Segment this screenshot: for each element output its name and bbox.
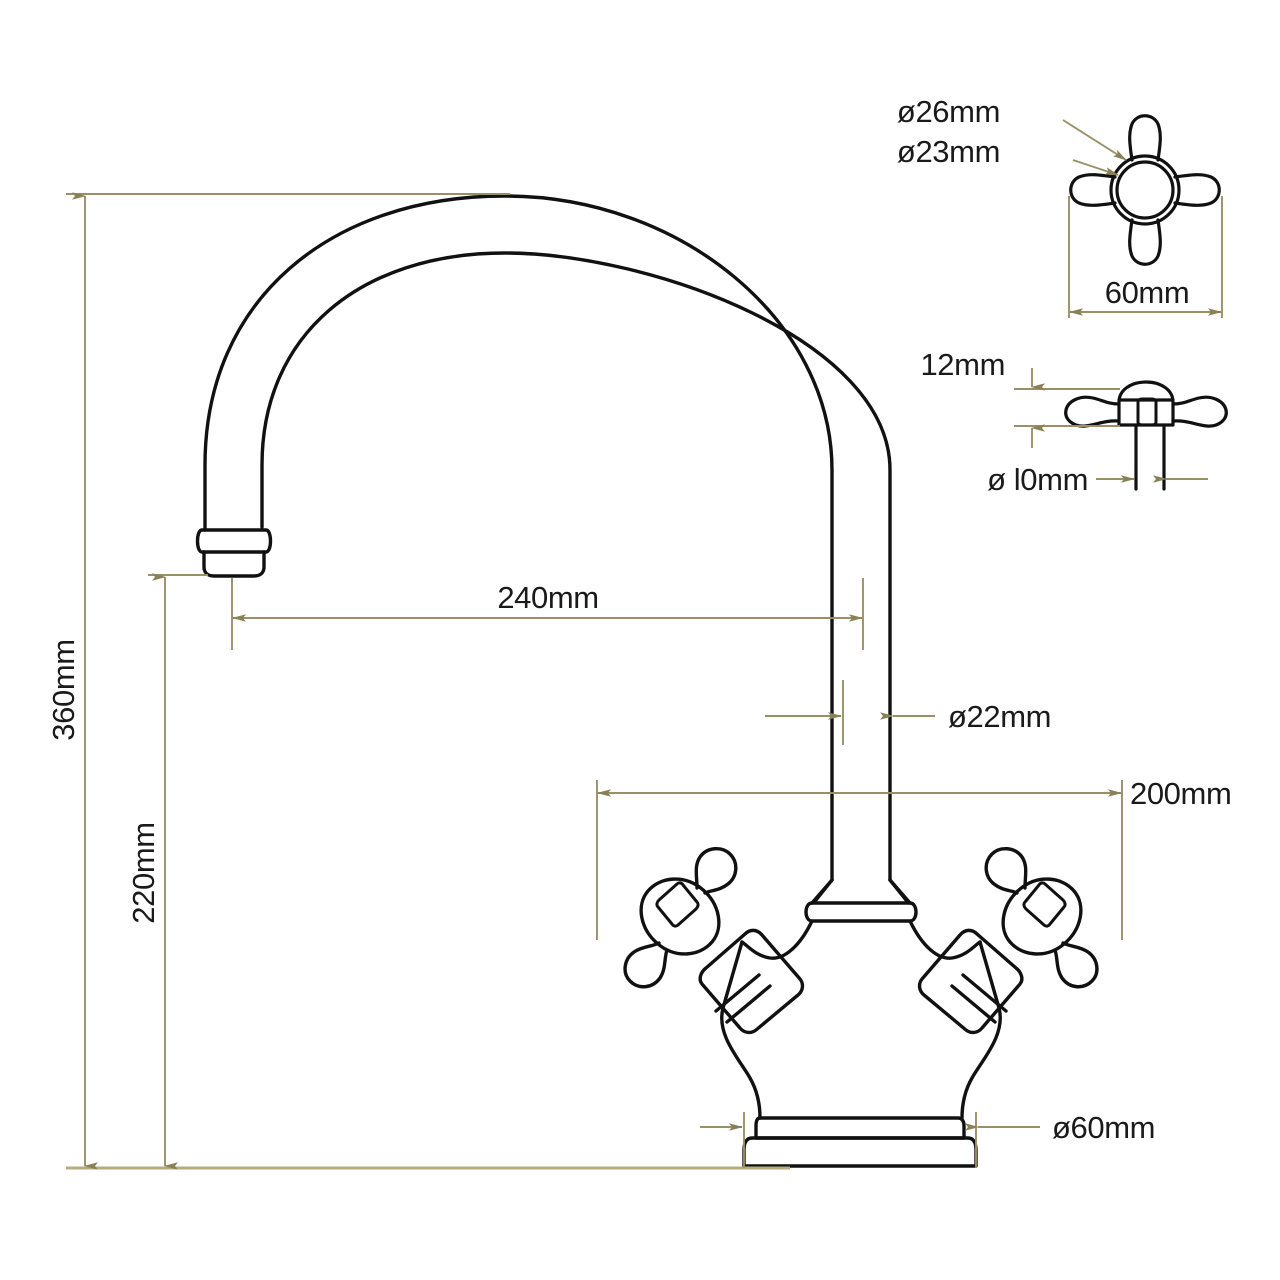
column-taper-seg-left [810, 878, 834, 905]
left-handle-assembly [623, 847, 805, 1035]
label-26mm: ø26mm [897, 94, 1000, 129]
hub-outer-circle [1109, 154, 1181, 226]
spout-outlet-collar [195, 528, 273, 554]
right-handle-slot [1022, 881, 1067, 928]
right-handle-arm-nw [984, 847, 1028, 895]
cross-arm-east [1173, 173, 1221, 207]
label-360mm: 360mm [46, 639, 81, 740]
main-dimension-lines [66, 192, 1123, 1170]
right-handle-collar2 [950, 984, 997, 1024]
right-handle-arm-se [1053, 941, 1099, 989]
label-22mm: ø22mm [948, 699, 1051, 734]
body-bell-right [960, 940, 1002, 1120]
label-23mm: ø23mm [897, 134, 1000, 169]
cross-arm-north [1128, 114, 1162, 162]
side-hub-slot [1136, 397, 1158, 427]
detail-plan-dimensions [1062, 119, 1223, 318]
body-shoulder-right [908, 919, 982, 960]
base-plate-upper [754, 1116, 966, 1140]
main-elevation-view [195, 194, 1099, 1168]
column-taper-seg-right [888, 878, 912, 905]
label-220mm: 220mm [126, 822, 161, 923]
left-handle-slot [655, 881, 700, 928]
column-base-band [804, 901, 918, 923]
right-handle-shank [917, 928, 1024, 1035]
detail-cross-handle-plan [1069, 114, 1221, 266]
right-handle-assembly [917, 847, 1099, 1035]
right-handle-collar [961, 973, 1008, 1013]
cross-arm-south [1128, 218, 1162, 266]
body-bell-left [720, 940, 762, 1120]
detail-side-dimensions [1014, 368, 1208, 483]
right-handle-hub [1001, 877, 1083, 956]
body-shoulder-left [740, 919, 814, 960]
left-handle-arm-sw [623, 941, 669, 989]
label-240mm: 240mm [497, 580, 598, 615]
left-handle-arm-ne [694, 847, 738, 895]
detail-cross-handle-side [1064, 380, 1228, 491]
label-200mm: 200mm [1130, 776, 1231, 811]
spout-outer-curve [203, 194, 834, 882]
hub-inner-circle [1115, 160, 1175, 220]
spout-outlet-body [202, 550, 266, 578]
side-arm-right [1171, 395, 1228, 428]
base-plate-lower [742, 1136, 978, 1168]
side-arm-left [1064, 395, 1121, 428]
left-handle-collar2 [725, 984, 772, 1024]
left-handle-shank [698, 928, 805, 1035]
cross-arm-west [1069, 173, 1117, 207]
spout-inner-curve [260, 251, 892, 882]
left-handle-hub [639, 877, 721, 956]
label-60mm-base: ø60mm [1052, 1110, 1155, 1145]
leader-23mm [1072, 159, 1119, 176]
label-12mm: 12mm [920, 347, 1005, 382]
label-10mm: ø l0mm [987, 462, 1088, 497]
side-hub-body [1117, 380, 1175, 427]
left-handle-collar [714, 973, 761, 1013]
leader-26mm [1062, 119, 1127, 161]
label-60mm-cross: 60mm [1105, 275, 1190, 310]
